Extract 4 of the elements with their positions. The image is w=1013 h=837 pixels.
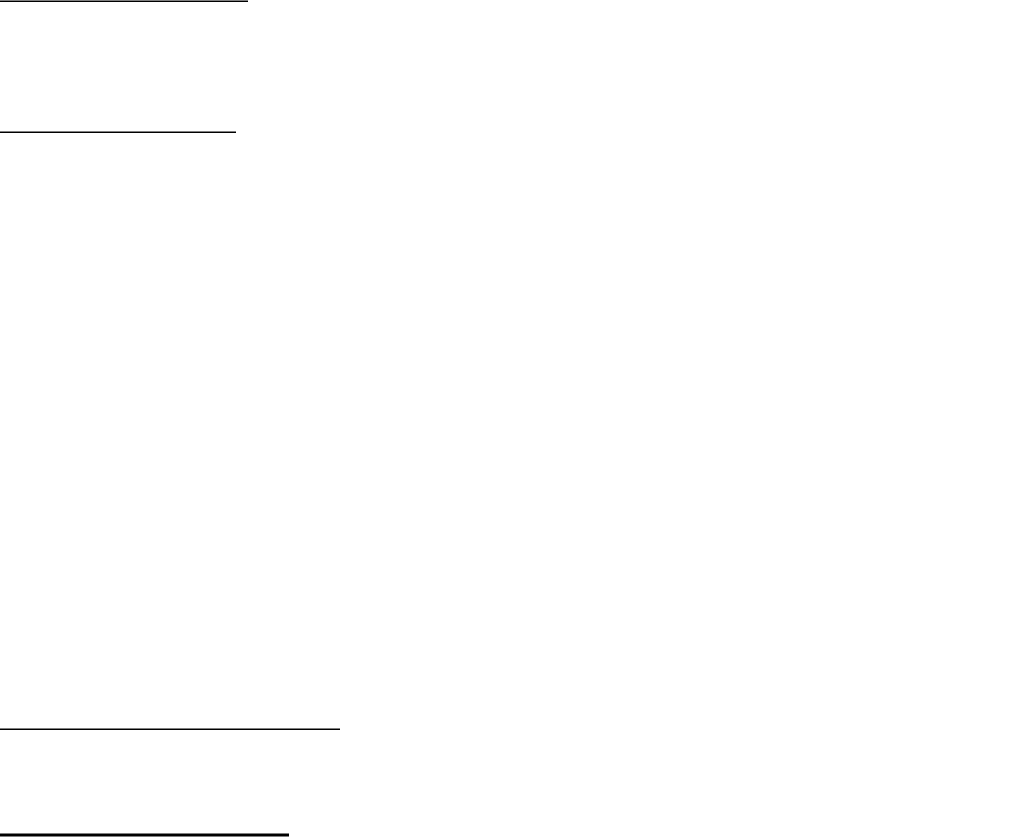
fill-in-line bbox=[0, 728, 340, 731]
fill-in-line bbox=[0, 131, 236, 134]
fill-in-line bbox=[0, 833, 289, 837]
fill-in-line bbox=[0, 0, 248, 3]
